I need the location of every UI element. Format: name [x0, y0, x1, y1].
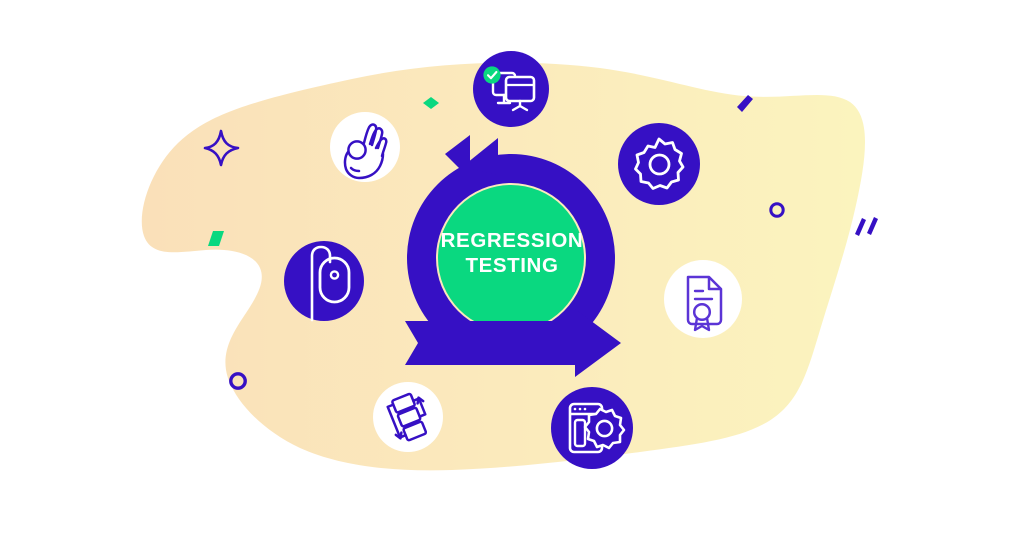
icon-browser-gear[interactable] [551, 387, 633, 469]
gear-icon-bg [618, 123, 700, 205]
gear-icon-center [648, 153, 671, 176]
mouse-icon-bg [284, 241, 364, 321]
sparkle-star-decoration [203, 129, 240, 167]
cycle-arrow-bottom [405, 309, 621, 377]
icon-gear[interactable] [618, 123, 700, 205]
icon-mouse[interactable] [284, 241, 364, 322]
desktop-check-icon-front-screen [504, 75, 536, 103]
mouse-icon-body [318, 256, 351, 304]
certificate-document-icon-page [686, 275, 723, 326]
mouse-icon-wheel [329, 270, 340, 280]
cycle-core-circle [438, 185, 584, 331]
icon-certificate-document[interactable] [664, 260, 742, 338]
workflow-diagram-icon-bg [373, 382, 443, 452]
certificate-document-icon-ribbon [693, 317, 711, 332]
purple-ring-decoration-right [769, 202, 785, 218]
green-diamond-decoration [423, 97, 439, 109]
double-slash-decoration [855, 217, 878, 236]
gear-icon-glyph [634, 137, 685, 190]
desktop-check-icon-badge [483, 66, 501, 84]
cycle-ring-arrow-top [407, 135, 615, 362]
purple-ring-decoration-left [229, 372, 247, 390]
purple-slash-decoration [737, 95, 753, 112]
icon-workflow-diagram[interactable] [373, 382, 443, 452]
icon-ok-hand[interactable] [330, 112, 400, 182]
certificate-document-icon-seal [692, 302, 712, 322]
green-slash-decoration [208, 231, 224, 246]
mouse-icon-cable [310, 245, 332, 322]
ok-hand-icon-glyph [343, 123, 388, 180]
regression-testing-cycle [405, 135, 621, 377]
icon-desktop-check[interactable] [473, 51, 549, 127]
decorations-layer [203, 95, 878, 390]
workflow-diagram-icon-glyph [386, 392, 428, 442]
